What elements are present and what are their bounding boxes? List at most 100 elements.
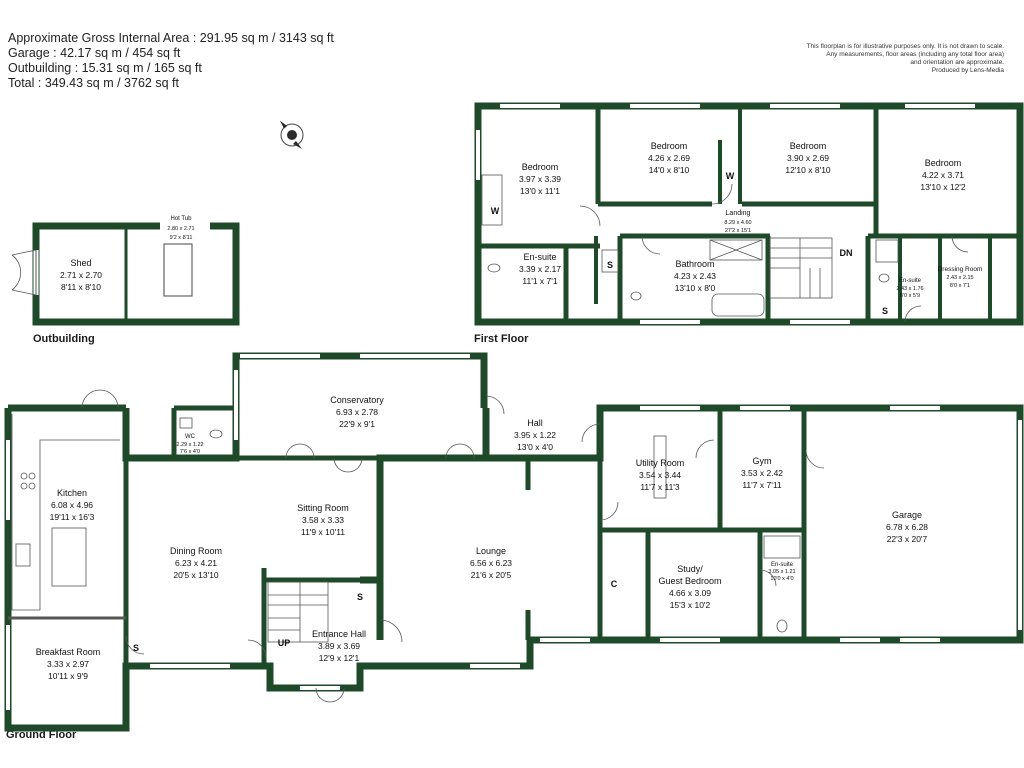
room-dims-metric: 3.39 x 2.17 (519, 264, 561, 274)
room-dims-imperial: 11'9 x 10'11 (301, 527, 345, 537)
room-name: Shed (70, 258, 91, 268)
room-dims-metric: 3.53 x 2.42 (741, 468, 783, 478)
outbuilding-walls (11, 220, 240, 326)
room-dims-metric: 6.23 x 4.21 (175, 558, 217, 568)
room-name: Sitting Room (297, 503, 349, 513)
room-name: Lounge (476, 546, 506, 556)
room-dims-metric: 2.43 x 1.76 (896, 286, 923, 292)
room-name: Bedroom (522, 162, 559, 172)
room-dims-imperial: 22'9 x 9'1 (339, 419, 375, 429)
room-dims-metric: 4.26 x 2.69 (648, 153, 690, 163)
storage-marker: S (882, 306, 888, 316)
toilet-icon (487, 263, 890, 301)
room-dims-imperial: 10'0 x 4'0 (770, 576, 793, 582)
wardrobe-marker: W (491, 206, 500, 216)
room-dims-metric: 3.58 x 3.33 (302, 515, 344, 525)
room-dims-metric: 3.97 x 3.39 (519, 174, 561, 184)
disclaimer-line: and orientation are approximate. (910, 59, 1004, 66)
stairs-up-marker: UP (278, 638, 291, 648)
room-dims-imperial: 11'1 x 7'1 (522, 276, 557, 286)
room-dims-imperial: 8'0 x 5'9 (900, 293, 920, 299)
disclaimer-line: This floorplan is for illustrative purpo… (806, 43, 1005, 50)
disclaimer-line: Any measurements, floor areas (including… (826, 51, 1004, 58)
area-total: Total : 349.43 sq m / 3762 sq ft (8, 76, 179, 90)
room-name: Guest Bedroom (658, 576, 721, 586)
room-dims-imperial: 20'5 x 13'10 (173, 570, 219, 580)
storage-marker: S (357, 592, 363, 602)
wardrobe-marker: W (726, 171, 735, 181)
ground-bathroom-fixtures (179, 417, 801, 633)
room-name: Landing (726, 210, 751, 217)
room-dims-imperial: 12'9 x 12'1 (319, 653, 360, 663)
room-dims-metric: 4.22 x 3.71 (922, 170, 964, 180)
room-name: En-suite (771, 562, 794, 568)
room-name: Hall (527, 418, 543, 428)
ground-floor-windows (6, 354, 1022, 710)
ground-floor-walls (4, 352, 1024, 732)
room-dims-metric: 3.89 x 3.69 (318, 641, 360, 651)
room-dims-metric: 3.33 x 2.97 (47, 659, 89, 669)
room-dims-metric: 4.23 x 2.43 (674, 271, 716, 281)
shower-icon (601, 239, 899, 273)
room-dims-imperial: 21'6 x 20'5 (471, 570, 512, 580)
first-floor-stairs (769, 237, 833, 299)
ground-floor-interior (8, 405, 807, 666)
room-dims-metric: 3.05 x 1.21 (768, 569, 795, 575)
room-name: En-suite (899, 278, 922, 284)
room-name: WC (185, 434, 196, 440)
kitchen-fixtures (11, 414, 120, 611)
room-dims-imperial: 27'2 x 15'1 (725, 228, 751, 234)
room-name: Utility Room (636, 458, 685, 468)
storage-marker: S (607, 260, 613, 270)
room-dims-imperial: 12'10 x 8'10 (785, 165, 831, 175)
room-dims-metric: 3.90 x 2.69 (787, 153, 829, 163)
room-name: Bedroom (651, 141, 688, 151)
room-name: Dining Room (170, 546, 222, 556)
room-name: Gym (753, 456, 772, 466)
room-dims-imperial: 13'0 x 11'1 (520, 186, 560, 196)
room-name: Hot Tub (170, 216, 192, 222)
floor-label-ground: Ground Floor (6, 729, 77, 741)
first-floor-walls (474, 102, 1024, 326)
first-floor-doors (481, 174, 969, 323)
room-dims-imperial: 13'10 x 12'2 (920, 182, 966, 192)
room-name: Study/ (677, 564, 703, 574)
room-name: Garage (892, 510, 922, 520)
room-name: Bedroom (925, 158, 962, 168)
storage-marker: S (133, 643, 139, 653)
room-dims-imperial: 11'7 x 11'3 (640, 482, 680, 492)
room-dims-metric: 2.29 x 1.22 (176, 442, 203, 448)
floor-label-first: First Floor (474, 333, 529, 345)
room-name: Breakfast Room (36, 647, 101, 657)
cupboard-marker: C (611, 579, 618, 589)
area-garage: Garage : 42.17 sq m / 454 sq ft (8, 46, 181, 60)
room-dims-metric: 6.08 x 4.96 (51, 500, 93, 510)
room-dims-imperial: 22'3 x 20'7 (887, 534, 928, 544)
room-dims-imperial: 7'6 x 4'0 (180, 449, 200, 455)
room-dims-metric: 6.93 x 2.78 (336, 407, 378, 417)
room-dims-metric: 8.29 x 4.60 (724, 220, 751, 226)
room-name: Conservatory (330, 395, 384, 405)
room-name: Dressing Room (938, 266, 983, 273)
room-dims-metric: 3.95 x 1.22 (514, 430, 556, 440)
area-outbuilding: Outbuilding : 15.31 sq m / 165 sq ft (8, 61, 202, 75)
room-dims-imperial: 13'10 x 8'0 (675, 283, 716, 293)
bathtub-icon (711, 293, 765, 317)
room-dims-imperial: 11'7 x 7'11 (742, 480, 782, 490)
compass-icon (279, 120, 304, 149)
room-dims-imperial: 8'11 x 8'10 (61, 282, 101, 292)
room-name: Bathroom (675, 259, 714, 269)
room-dims-imperial: 9'2 x 8'11 (170, 235, 193, 241)
room-dims-metric: 6.78 x 6.28 (886, 522, 928, 532)
area-internal: Approximate Gross Internal Area : 291.95… (8, 31, 334, 45)
room-dims-imperial: 15'3 x 10'2 (670, 600, 711, 610)
stairs-down-marker: DN (840, 248, 853, 258)
room-dims-imperial: 19'11 x 16'3 (50, 512, 95, 522)
first-floor-windows (476, 104, 975, 324)
room-dims-metric: 2.80 x 2.71 (167, 226, 194, 232)
room-name: Entrance Hall (312, 629, 366, 639)
room-dims-imperial: 10'11 x 9'9 (48, 671, 88, 681)
room-dims-metric: 3.54 x 3.44 (639, 470, 681, 480)
room-dims-metric: 2.43 x 2.15 (946, 275, 973, 281)
